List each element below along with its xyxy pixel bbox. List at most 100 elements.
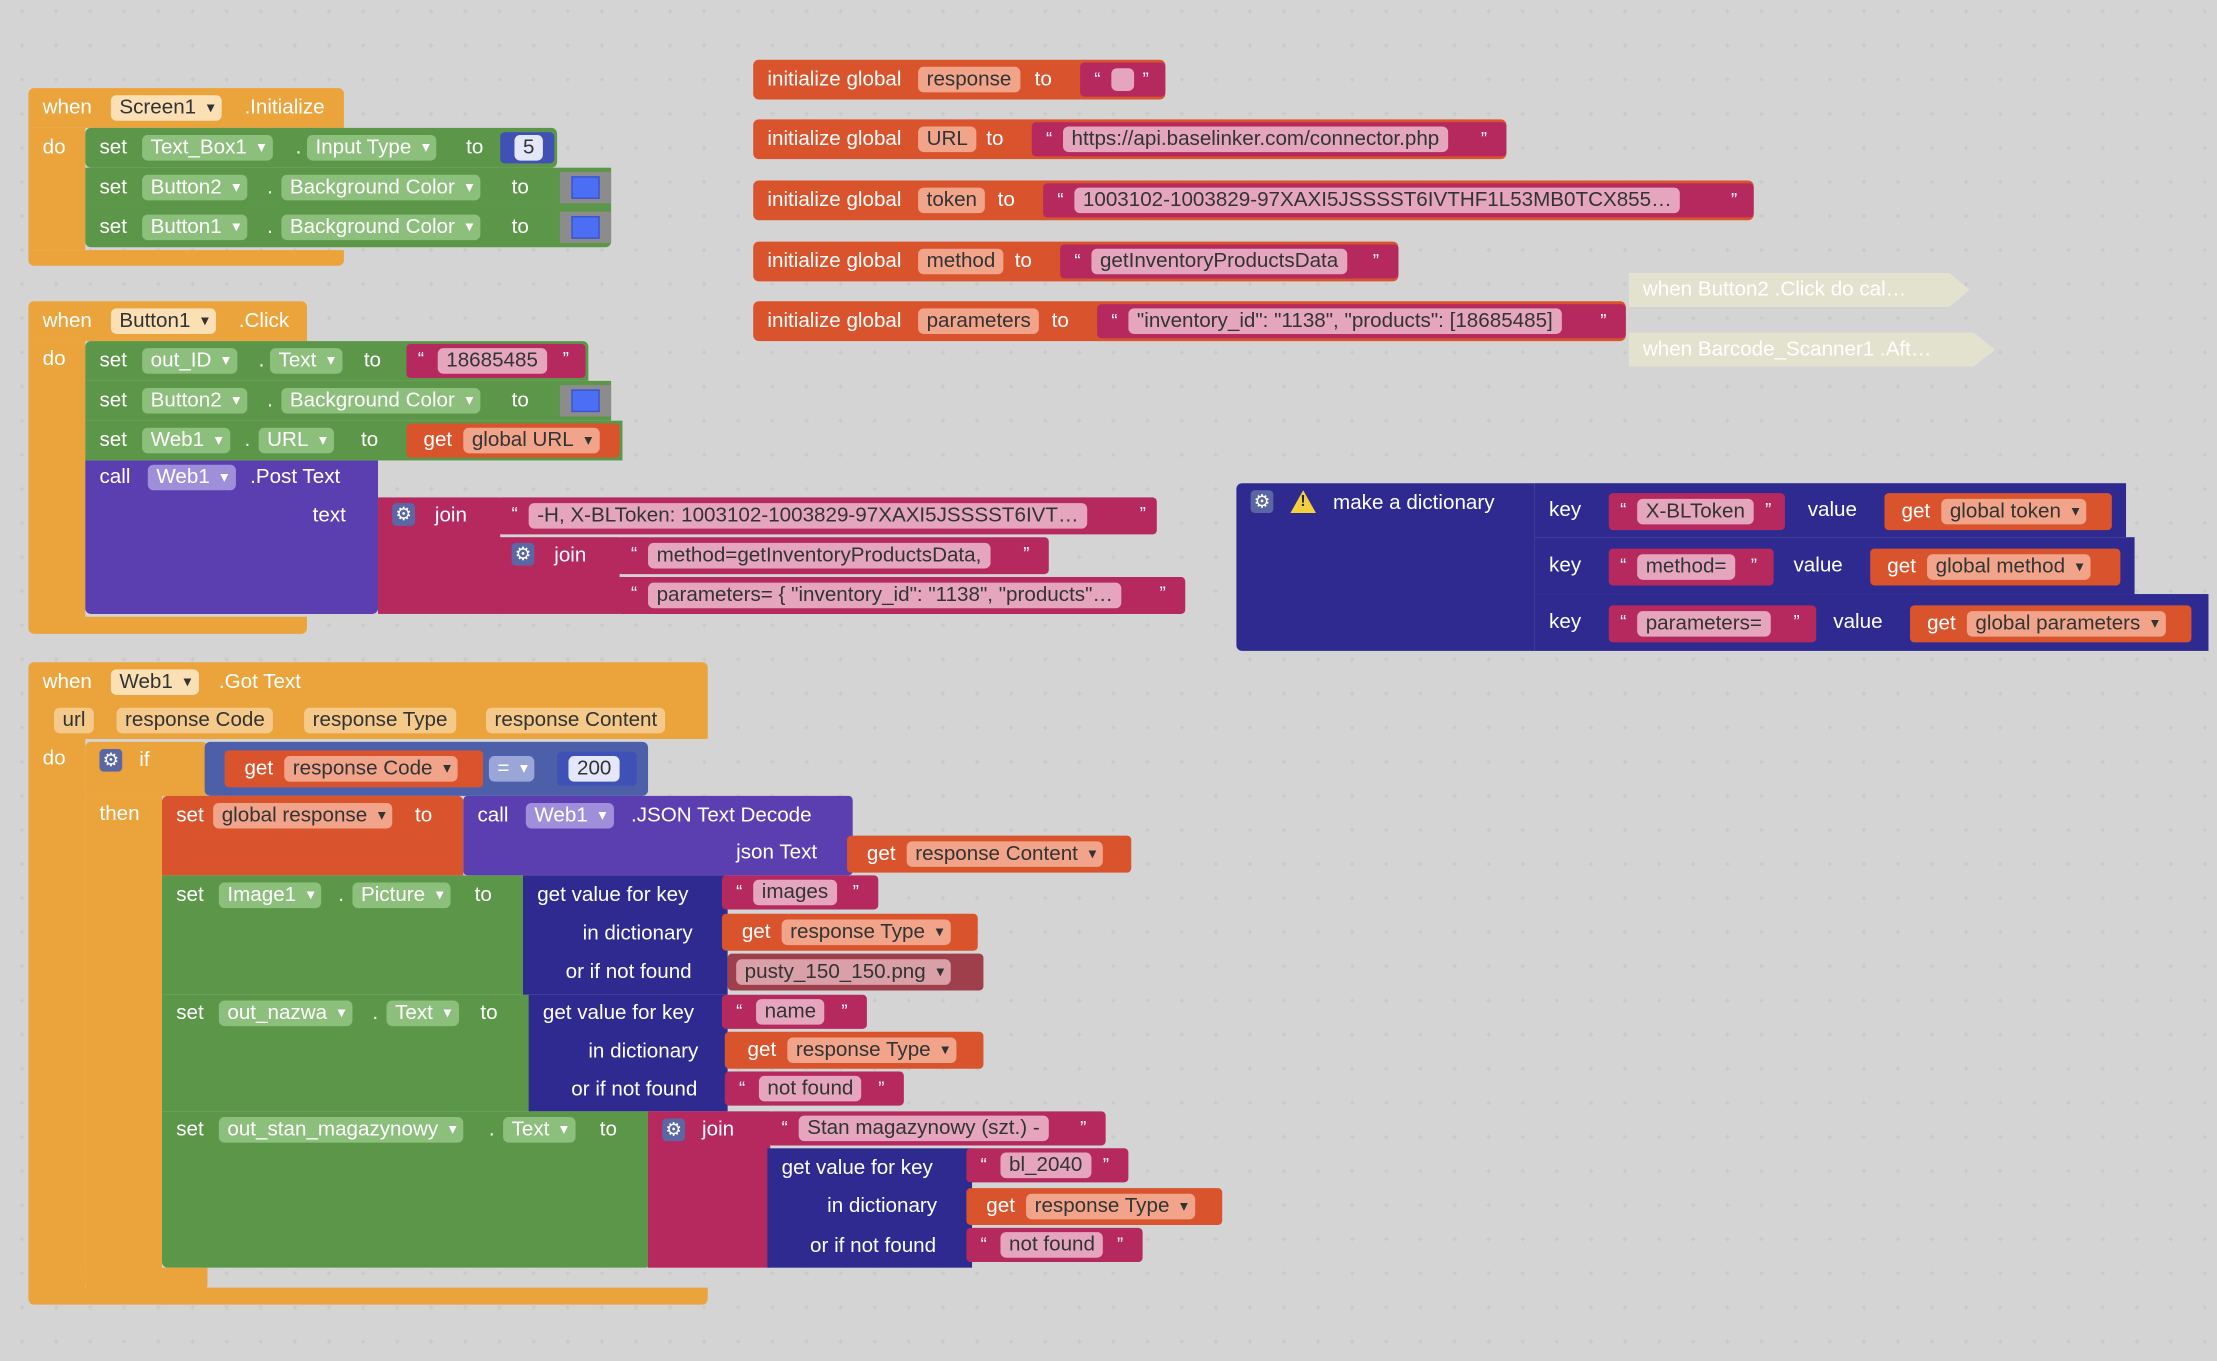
set-web1-url[interactable]: set Web1 . URL to get global URL — [85, 420, 623, 461]
key-value[interactable]: parameters= — [1637, 611, 1771, 637]
param-url[interactable]: url — [54, 707, 94, 734]
component-dropdown[interactable]: Button2 — [142, 387, 248, 414]
join-block-inner[interactable]: ⚙ join — [497, 537, 620, 614]
gear-icon[interactable]: ⚙ — [1250, 490, 1274, 514]
button1-dropdown[interactable]: Button1 — [110, 308, 217, 334]
param-response-content[interactable]: response Content — [486, 707, 666, 734]
component-dropdown[interactable]: out_nazwa — [218, 1000, 353, 1027]
set-button1-bgcolor[interactable]: set Button1 . Background Color to — [85, 207, 612, 248]
param-response-code[interactable]: response Code — [116, 707, 274, 734]
set-button2-bgcolor-2[interactable]: set Button2 . Background Color to — [85, 380, 612, 421]
variable-name[interactable]: response — [918, 66, 1020, 93]
operator-dropdown[interactable]: = — [488, 756, 536, 782]
get-value-for-key-name[interactable]: get value for key in dictionary or if no… — [528, 994, 728, 1112]
get-response-type[interactable]: get response Type — [966, 1188, 1223, 1226]
variable-dropdown[interactable]: global token — [1941, 498, 2087, 525]
key-value[interactable]: method= — [1637, 554, 1736, 580]
call-json-decode[interactable]: call Web1 .JSON Text Decode json Text — [463, 795, 853, 876]
if-then-block[interactable]: ⚙ if then — [85, 741, 208, 1291]
call-web1-posttext[interactable]: call Web1 .Post Text text — [85, 460, 379, 614]
collapsed-barcode-scanner[interactable]: when Barcode_Scanner1 .Aft… — [1628, 332, 1996, 367]
variable-dropdown[interactable]: global method — [1927, 554, 2091, 580]
set-outstan-text[interactable]: set out_stan_magazynowy . Text to — [162, 1111, 651, 1268]
gear-icon[interactable]: ⚙ — [511, 542, 535, 566]
web1-dropdown[interactable]: Web1 — [147, 464, 236, 491]
property-dropdown[interactable]: Background Color — [281, 174, 481, 201]
color-swatch[interactable] — [571, 176, 600, 199]
component-dropdown[interactable]: Button1 — [142, 214, 248, 241]
color-block[interactable] — [559, 211, 612, 244]
number-value[interactable]: 5 — [514, 135, 543, 161]
string-value[interactable]: https://api.baselinker.com/connector.php — [1063, 126, 1448, 153]
init-global-response[interactable]: initialize global response to “ ” — [753, 59, 1166, 100]
string-stan-prefix[interactable]: “ Stan magazynowy (szt.) - ” — [767, 1111, 1106, 1146]
component-dropdown[interactable]: Web1 — [142, 427, 230, 454]
join-block-outer[interactable]: ⚙ join — [378, 497, 501, 614]
init-global-method[interactable]: initialize global method to “ getInvento… — [753, 241, 1399, 282]
number-block[interactable]: 5 — [500, 132, 555, 164]
set-button2-bgcolor[interactable]: set Button2 . Background Color to — [85, 167, 612, 208]
string-value[interactable]: method=getInventoryProductsData, — [648, 542, 990, 569]
string-block[interactable]: “ 1003102-1003829-97XAXI5JSSSST6IVTHF1L5… — [1043, 183, 1754, 218]
param-response-type[interactable]: response Type — [304, 707, 456, 734]
init-global-url[interactable]: initialize global URL to “ https://api.b… — [753, 119, 1507, 160]
property-dropdown[interactable]: Input Type — [306, 135, 437, 161]
get-global-method[interactable]: get global method — [1870, 548, 2121, 586]
variable-name[interactable]: method — [918, 248, 1004, 275]
property-dropdown[interactable]: Text — [270, 348, 342, 374]
variable-dropdown[interactable]: global parameters — [1966, 611, 2166, 637]
variable-dropdown[interactable]: response Type — [787, 1037, 957, 1064]
string-method[interactable]: “ method=getInventoryProductsData, ” — [616, 537, 1049, 575]
get-global-parameters[interactable]: get global parameters — [1910, 605, 2192, 643]
set-image1-picture[interactable]: set Image1 . Picture to — [162, 875, 526, 995]
compare-block[interactable]: get response Code = 200 — [204, 741, 649, 796]
property-dropdown[interactable]: Background Color — [281, 214, 481, 241]
variable-name[interactable]: parameters — [918, 308, 1040, 334]
collapsed-button2-click[interactable]: when Button2 .Click do cal… — [1628, 272, 1970, 307]
get-value-for-key-images[interactable]: get value for key in dictionary or if no… — [522, 875, 728, 995]
color-swatch[interactable] — [571, 216, 600, 239]
set-outnazwa-text[interactable]: set out_nazwa . Text to — [162, 994, 532, 1112]
set-outid-text[interactable]: set out_ID . Text to “ 18685485 ” — [85, 341, 589, 381]
key-string[interactable]: “ method= ” — [1608, 548, 1774, 586]
init-global-parameters[interactable]: initialize global parameters to “ "inven… — [753, 301, 1626, 342]
get-response-content[interactable]: get response Content — [847, 835, 1132, 873]
variable-dropdown[interactable]: response Type — [781, 919, 951, 946]
get-global-url[interactable]: get global URL — [406, 423, 620, 458]
string-value[interactable]: 1003102-1003829-97XAXI5JSSSST6IVTHF1L53M… — [1074, 187, 1681, 214]
variable-dropdown[interactable]: response Type — [1026, 1193, 1195, 1220]
number-value[interactable]: 200 — [568, 756, 620, 782]
string-value[interactable]: Stan magazynowy (szt.) - — [798, 1115, 1049, 1142]
empty-string-block[interactable]: “ ” — [1080, 62, 1166, 97]
string-value[interactable]: images — [753, 879, 837, 906]
string-not-found[interactable]: “ not found ” — [724, 1071, 904, 1106]
asset-dropdown[interactable]: pusty_150_150.png — [736, 959, 952, 985]
string-value[interactable]: -H, X-BLToken: 1003102-1003829-97XAXI5JS… — [528, 503, 1088, 529]
get-global-token[interactable]: get global token — [1884, 493, 2112, 531]
get-response-code[interactable]: get response Code — [224, 750, 484, 788]
string-block[interactable]: “ "inventory_id": "1138", "products": [1… — [1097, 304, 1626, 339]
join-block-stan[interactable]: ⚙ join — [648, 1111, 771, 1268]
string-value[interactable]: getInventoryProductsData — [1091, 248, 1347, 275]
string-value[interactable]: parameters= { "inventory_id": "1138", "p… — [648, 582, 1122, 609]
color-block[interactable] — [559, 171, 612, 204]
init-global-token[interactable]: initialize global token to “ 1003102-100… — [753, 180, 1754, 221]
variable-dropdown[interactable]: global URL — [463, 427, 600, 454]
string-block[interactable]: “ 18685485 ” — [406, 343, 586, 379]
property-dropdown[interactable]: Picture — [352, 882, 451, 909]
gear-icon[interactable]: ⚙ — [392, 503, 415, 526]
string-value[interactable] — [1111, 68, 1135, 91]
pair-parameters[interactable]: key “ parameters= ” value get global par… — [1534, 594, 2209, 651]
component-dropdown[interactable]: out_stan_magazynowy — [218, 1117, 464, 1143]
property-dropdown[interactable]: URL — [258, 427, 334, 454]
event-web1-gottext[interactable]: when Web1 .Got Text url response Code re… — [28, 662, 708, 1305]
color-swatch[interactable] — [571, 389, 600, 413]
event-button1-click[interactable]: when Button1 .Click do — [28, 301, 307, 634]
component-dropdown[interactable]: Button2 — [142, 174, 248, 201]
string-xbltoken-header[interactable]: “ -H, X-BLToken: 1003102-1003829-97XAXI5… — [497, 497, 1157, 535]
string-block[interactable]: “ getInventoryProductsData ” — [1060, 244, 1399, 279]
component-dropdown[interactable]: Text_Box1 — [142, 135, 273, 161]
web1-dropdown[interactable]: Web1 — [110, 669, 199, 695]
key-string[interactable]: “ parameters= ” — [1608, 605, 1817, 643]
